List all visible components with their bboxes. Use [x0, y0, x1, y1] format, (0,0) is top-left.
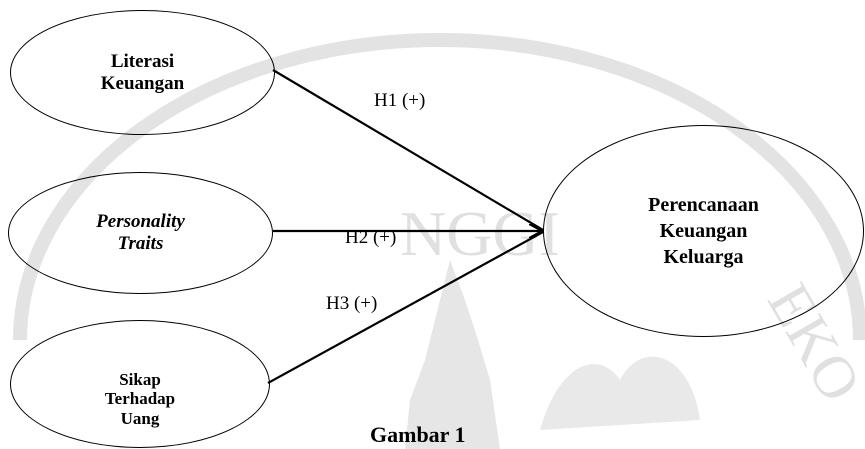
hypothesis-label-h3: H3 (+) [326, 293, 378, 314]
node-label-line: Keluarga [663, 246, 744, 268]
node-label-line: Keuangan [659, 220, 748, 242]
node-label-line: Keuangan [100, 72, 185, 94]
node-label-line: Personality [96, 211, 185, 233]
node-literasi-keuangan: Literasi Keuangan [10, 10, 275, 135]
figure-caption: Gambar 1 [370, 422, 466, 447]
node-sikap-terhadap-uang: Sikap Terhadap Uang [10, 320, 270, 448]
node-label-line: Uang [120, 408, 160, 428]
hypothesis-label-h2: H2 (+) [345, 227, 397, 248]
node-label-line: Literasi [110, 50, 175, 72]
node-label-line: Sikap [119, 369, 161, 389]
arrow-h3 [267, 231, 544, 384]
node-label-line: Traits [117, 233, 164, 254]
arrow-h1 [272, 69, 544, 231]
hypothesis-label-h1: H1 (+) [374, 90, 426, 111]
node-personality-traits: Personality Traits [8, 172, 273, 294]
node-label-line: Perencanaan [648, 194, 759, 216]
node-perencanaan-keuangan-keluarga: Perencanaan Keuangan Keluarga [543, 125, 864, 337]
node-label-line: Terhadap [104, 389, 176, 409]
